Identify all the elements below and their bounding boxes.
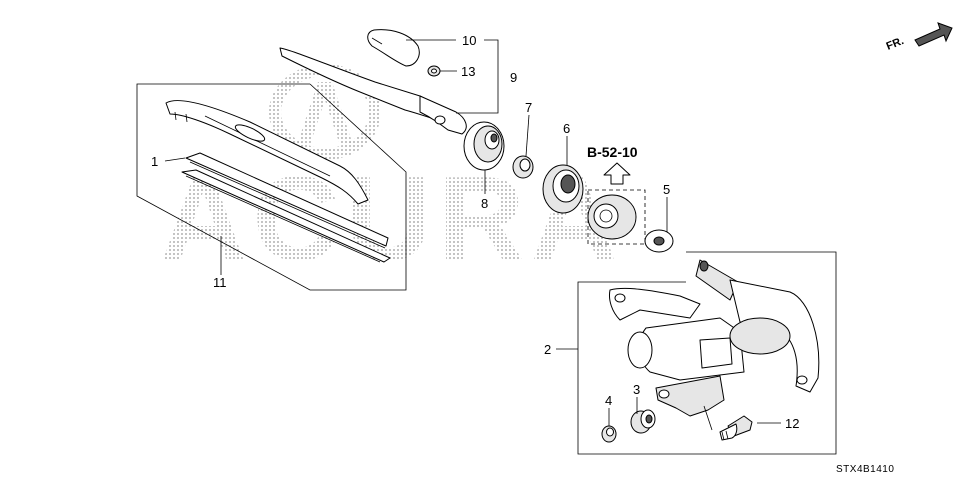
pivot-nut xyxy=(512,155,534,179)
pivot-seal xyxy=(542,164,584,214)
front-orientation: FR. xyxy=(885,22,953,53)
washer xyxy=(644,229,674,253)
callout-2: 2 xyxy=(544,342,551,357)
reference-label: B-52-10 xyxy=(587,144,638,160)
callout-5: 5 xyxy=(663,182,670,197)
callout-6: 6 xyxy=(563,121,570,136)
arm-nut xyxy=(427,65,441,77)
motor-grommet xyxy=(630,409,656,434)
callout-4: 4 xyxy=(605,393,612,408)
diagram-code: STX4B1410 xyxy=(836,464,894,475)
callout-12: 12 xyxy=(785,416,799,431)
motor-collar xyxy=(601,425,617,443)
callout-labels: 1 2 3 4 5 6 7 8 9 10 11 12 13 xyxy=(151,33,799,431)
mounting-bolt xyxy=(719,415,753,441)
motor-frame xyxy=(577,251,837,455)
leader-lines xyxy=(164,39,781,426)
callout-13: 13 xyxy=(461,64,475,79)
wiper-blade-rubber xyxy=(181,152,391,263)
wiper-motor xyxy=(609,259,820,431)
front-orientation-label: FR. xyxy=(885,35,906,53)
callout-10: 10 xyxy=(462,33,476,48)
callout-9: 9 xyxy=(510,70,517,85)
pivot-cover xyxy=(463,121,505,171)
wiper-blade-housing xyxy=(165,100,369,205)
callout-1: 1 xyxy=(151,154,158,169)
reference-arrow xyxy=(603,162,631,185)
callout-8: 8 xyxy=(481,196,488,211)
blade-frame xyxy=(136,83,407,291)
callout-7: 7 xyxy=(525,100,532,115)
arm-cap xyxy=(367,29,420,67)
front-arrow-icon xyxy=(914,22,953,47)
callout-11: 11 xyxy=(213,275,227,290)
reference-grommet xyxy=(587,189,646,245)
callout-3: 3 xyxy=(633,382,640,397)
wiper-arm xyxy=(279,47,467,135)
